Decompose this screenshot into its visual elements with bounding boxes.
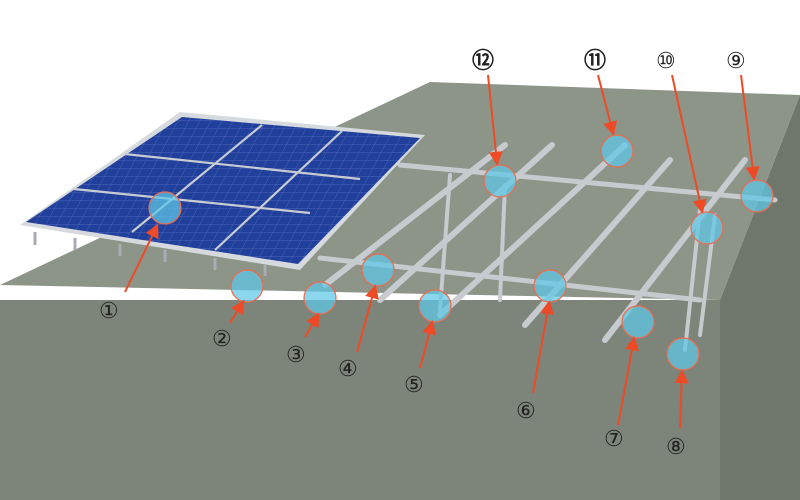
highlight-2: [230, 269, 264, 303]
callout-11: ⑪: [584, 48, 606, 74]
callout-arrows: [124, 74, 760, 429]
solar-panel-array: [20, 112, 425, 276]
highlight-3: [303, 281, 337, 315]
callout-12: ⑫: [472, 48, 494, 74]
ground-right-face: [720, 95, 800, 500]
callout-8: ⑧: [666, 435, 686, 460]
callout-3: ③: [286, 343, 306, 368]
highlight-4: [361, 253, 395, 287]
callout-1: ①: [99, 299, 119, 324]
highlight-8: [666, 337, 700, 371]
highlight-9: [740, 179, 774, 213]
highlight-1: [148, 191, 182, 225]
callout-6: ⑥: [516, 399, 536, 424]
callout-4: ④: [338, 357, 358, 382]
highlight-6: [533, 269, 567, 303]
callout-labels: ① ② ③ ④ ⑤ ⑥ ⑦ ⑧ ⑨ ⑩ ⑪ ⑫: [99, 48, 746, 460]
callout-9: ⑨: [726, 49, 746, 74]
callout-5: ⑤: [404, 373, 424, 398]
highlight-11: [600, 134, 634, 168]
highlight-markers: [148, 134, 774, 371]
highlight-5: [418, 289, 452, 323]
callout-10: ⑩: [656, 49, 676, 74]
highlight-7: [621, 305, 655, 339]
callout-2: ②: [212, 327, 232, 352]
callout-7: ⑦: [604, 427, 624, 452]
highlight-12: [483, 164, 517, 198]
highlight-10: [690, 211, 724, 245]
